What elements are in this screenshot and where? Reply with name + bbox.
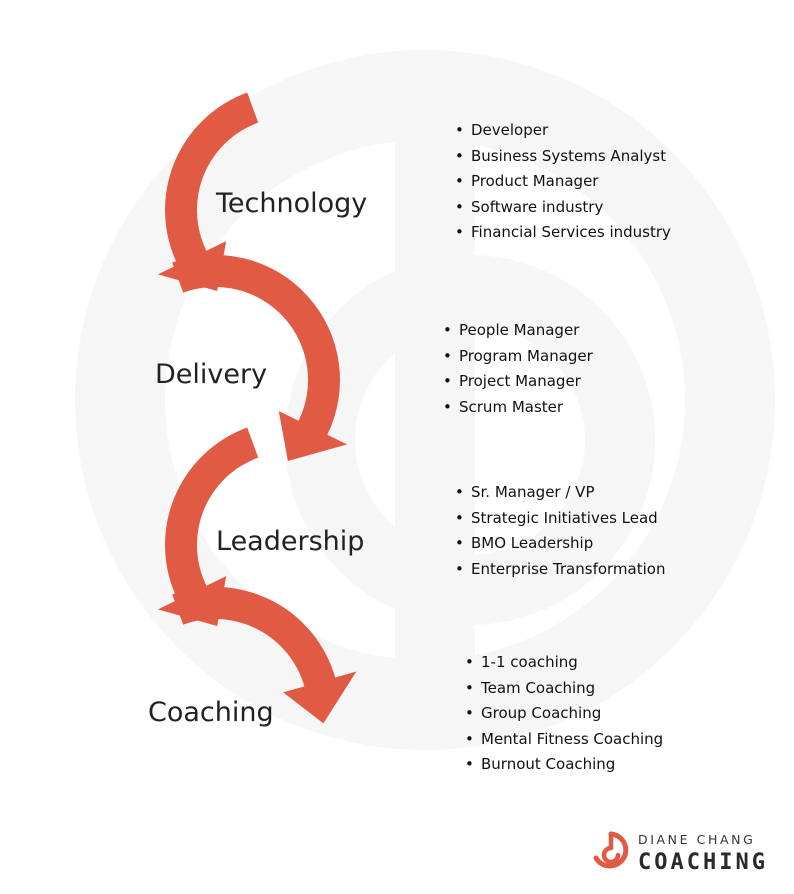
brand-logo: DIANE CHANG COACHING bbox=[590, 828, 780, 882]
list-item: Product Manager bbox=[455, 169, 671, 195]
list-item: Sr. Manager / VP bbox=[455, 480, 665, 506]
dc-monogram-icon bbox=[593, 831, 629, 869]
leadership-arrow bbox=[157, 427, 259, 626]
list-item: BMO Leadership bbox=[455, 531, 665, 557]
list-item: Program Manager bbox=[443, 344, 593, 370]
list-item: Software industry bbox=[455, 195, 671, 221]
list-item: Project Manager bbox=[443, 369, 593, 395]
coaching-arrow bbox=[172, 586, 357, 724]
list-item: Financial Services industry bbox=[455, 220, 671, 246]
stage-label-technology: Technology bbox=[216, 188, 368, 219]
list-item: Burnout Coaching bbox=[465, 752, 663, 778]
circular-arrows bbox=[157, 92, 357, 724]
list-item: Business Systems Analyst bbox=[455, 144, 671, 170]
list-item: Enterprise Transformation bbox=[455, 557, 665, 583]
leadership-bullet-list: Sr. Manager / VP Strategic Initiatives L… bbox=[455, 480, 665, 582]
list-item: People Manager bbox=[443, 318, 593, 344]
stage-label-leadership: Leadership bbox=[216, 526, 365, 557]
stage-label-delivery: Delivery bbox=[155, 359, 268, 390]
list-item: Developer bbox=[455, 118, 671, 144]
delivery-arrow bbox=[172, 254, 348, 461]
stage-label-coaching: Coaching bbox=[148, 697, 274, 728]
logo-coaching-line: COACHING bbox=[638, 850, 768, 875]
list-item: Scrum Master bbox=[443, 395, 593, 421]
technology-arrow bbox=[157, 92, 259, 291]
list-item: Strategic Initiatives Lead bbox=[455, 506, 665, 532]
technology-bullet-list: Developer Business Systems Analyst Produ… bbox=[455, 118, 671, 246]
delivery-bullet-list: People Manager Program Manager Project M… bbox=[443, 318, 593, 420]
list-item: Mental Fitness Coaching bbox=[465, 727, 663, 753]
list-item: Group Coaching bbox=[465, 701, 663, 727]
list-item: 1-1 coaching bbox=[465, 650, 663, 676]
coaching-bullet-list: 1-1 coaching Team Coaching Group Coachin… bbox=[465, 650, 663, 778]
list-item: Team Coaching bbox=[465, 676, 663, 702]
logo-name-line: DIANE CHANG bbox=[638, 832, 756, 847]
